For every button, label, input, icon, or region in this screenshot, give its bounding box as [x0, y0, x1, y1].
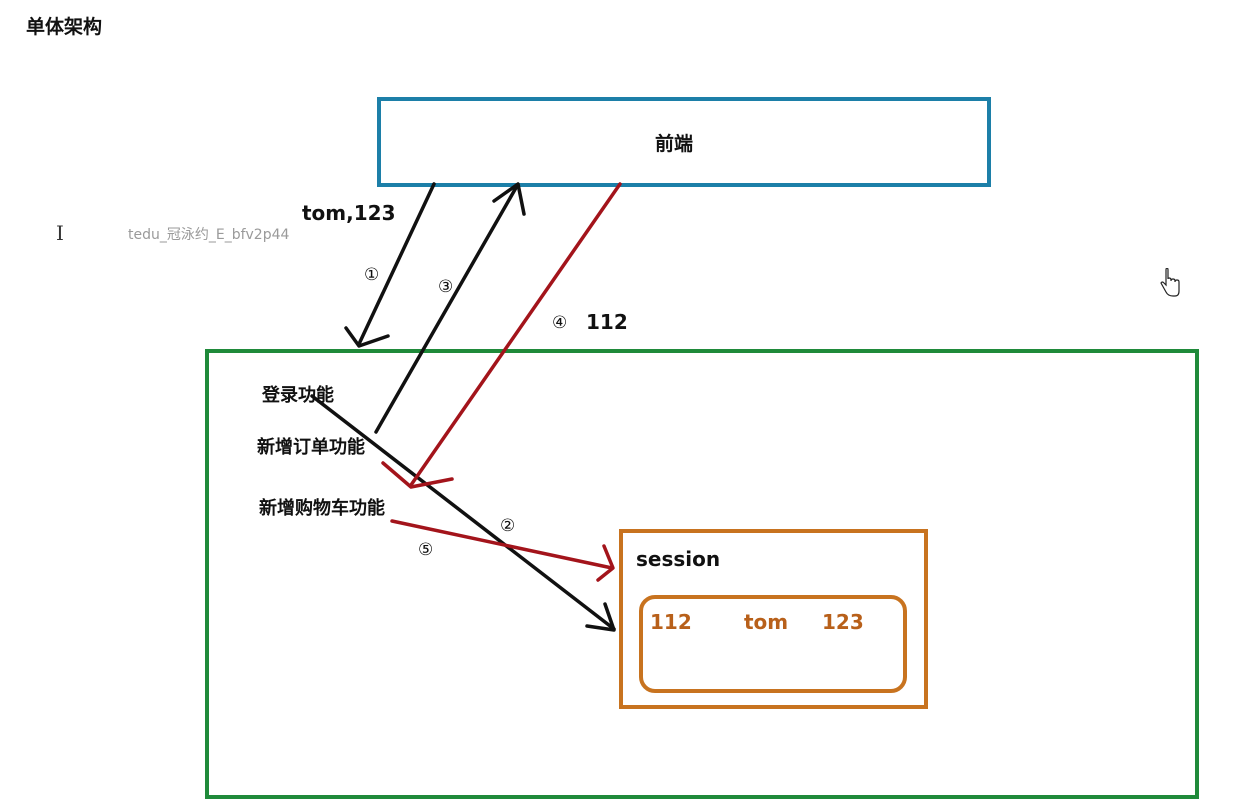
session-value-username: tom: [744, 610, 789, 634]
step-1-marker: ①: [364, 265, 380, 285]
session-data-box: [639, 595, 907, 693]
session-id-label: 112: [586, 310, 628, 334]
step-5-marker: ⑤: [418, 540, 434, 560]
session-box: [619, 529, 928, 709]
step-2-marker: ②: [500, 516, 516, 536]
text-cursor-icon: I: [56, 221, 64, 245]
diagram-title: 单体架构: [26, 16, 103, 38]
watermark-text: tedu_冠泳约_E_bfv2p44: [128, 227, 290, 243]
add-order-function-label: 新增订单功能: [257, 437, 365, 458]
credentials-label: tom,123: [302, 201, 396, 225]
hand-pointer-icon: [1160, 268, 1180, 297]
add-cart-function-label: 新增购物车功能: [259, 498, 385, 519]
session-value-id: 112: [650, 610, 692, 634]
session-value-password: 123: [822, 610, 864, 634]
frontend-label: 前端: [654, 132, 693, 155]
frontend-box: 前端: [377, 97, 991, 187]
server-box: [205, 349, 1199, 799]
login-function-label: 登录功能: [262, 385, 334, 406]
step-3-marker: ③: [438, 277, 454, 297]
step-4-marker: ④: [552, 313, 568, 333]
session-label: session: [636, 547, 721, 571]
